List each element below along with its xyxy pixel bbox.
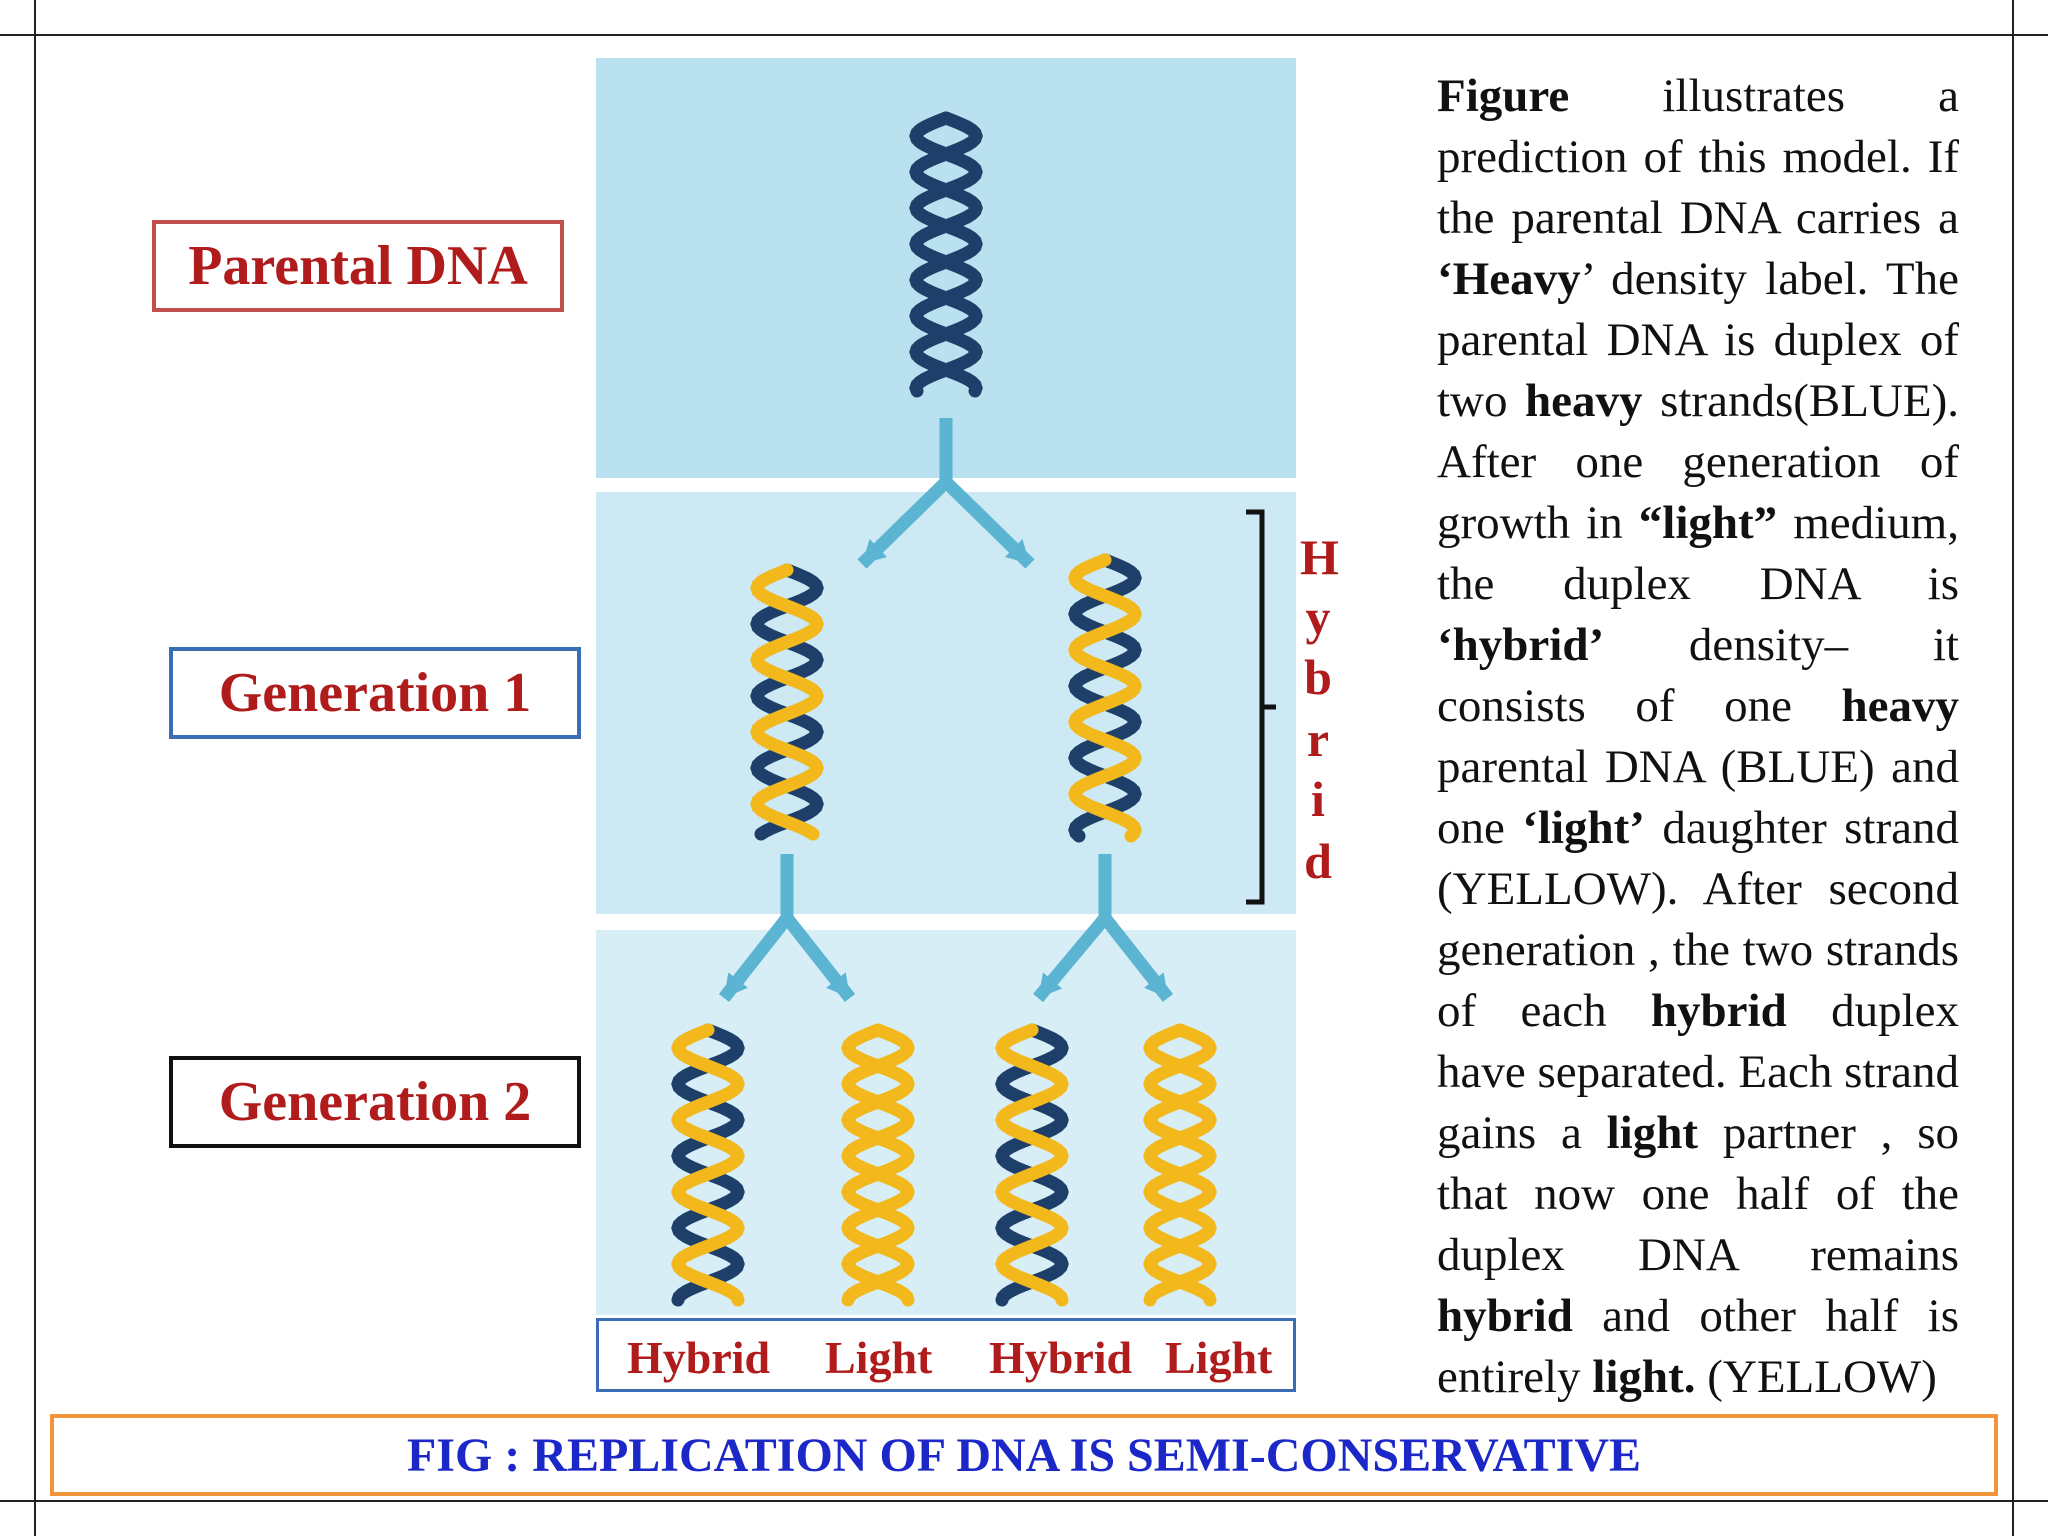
paragraph-run: heavy <box>1841 680 1960 732</box>
gen1-helix-left <box>750 563 824 841</box>
gen1-helix-right <box>1068 553 1142 843</box>
paragraph-run: strands(BLUE). After one generation of g… <box>1437 375 1959 549</box>
paragraph-run: duplex have separated. Each strand gains… <box>1437 985 1960 1159</box>
generation-2-label: Generation 2 <box>169 1056 581 1148</box>
density-label-light-2: Light <box>1165 1332 1273 1383</box>
paragraph-run: Figure <box>1437 70 1570 122</box>
fork-arrow-gen1-right <box>1033 854 1174 1003</box>
paragraph-run: daughter strand (YELLOW). After second g… <box>1437 802 1959 1037</box>
strand-a <box>995 1023 1069 1307</box>
paragraph-run: hybrid <box>1650 985 1787 1037</box>
paragraph-run: illustrates a prediction of this model. … <box>1437 70 1959 244</box>
hybrid-letter-d: d <box>1304 833 1332 889</box>
paragraph-run: and other half is entirely <box>1437 1290 1959 1403</box>
paragraph-run: ‘light’ <box>1522 802 1645 854</box>
density-label-light-1: Light <box>825 1332 933 1383</box>
paragraph-run: ‘hybrid’ <box>1437 619 1605 671</box>
hybrid-letter-b: b <box>1304 649 1332 705</box>
strand-b <box>750 563 824 841</box>
parental-helix <box>909 111 983 398</box>
fork-arrow-gen1-left <box>718 854 856 1003</box>
paragraph-run: medium, the duplex DNA is <box>1437 497 1959 610</box>
arrow-head <box>862 539 887 564</box>
paragraph-run: density– it consists of one <box>1437 619 1959 732</box>
strand-b <box>841 1023 915 1307</box>
hybrid-letter-i: i <box>1311 771 1325 827</box>
gen2-helix-hybrid-1 <box>671 1023 745 1307</box>
gen2-helix-light-2 <box>1143 1023 1217 1307</box>
strand-a <box>750 563 824 841</box>
paragraph-run: partner , so that now one half of the du… <box>1437 1107 1959 1281</box>
paragraph-run: ’ density label. The parental DNA is dup… <box>1437 253 1959 427</box>
paragraph-run: “light” <box>1638 497 1778 549</box>
density-label-hybrid-1: Hybrid <box>627 1332 771 1383</box>
paragraph-run: light <box>1606 1107 1699 1159</box>
paragraph-run: parental DNA (BLUE) and one <box>1437 741 1959 854</box>
hybrid-letter-h: H <box>1300 529 1339 585</box>
paragraph-run: ‘Heavy <box>1437 253 1581 305</box>
strand-b <box>1143 1023 1217 1307</box>
fork-arrow-parental <box>857 418 1035 569</box>
right-rule <box>2012 0 2014 1536</box>
top-rule <box>0 34 2048 36</box>
strand-b <box>909 111 983 398</box>
paragraph-run: heavy <box>1525 375 1643 427</box>
arrow-head <box>1038 972 1063 998</box>
arrow-head <box>1005 539 1030 564</box>
paragraph-run: hybrid <box>1437 1290 1573 1342</box>
paragraph-run: (YELLOW) <box>1695 1351 1937 1403</box>
arrow-head <box>724 972 748 998</box>
strand-b <box>1068 553 1142 843</box>
hybrid-letter-y: y <box>1305 589 1331 645</box>
strand-b <box>671 1023 745 1307</box>
strand-a <box>1143 1023 1217 1307</box>
gen2-helix-light-1 <box>841 1023 915 1307</box>
arrow-head <box>826 972 850 998</box>
hybrid-letter-r: r <box>1306 711 1330 767</box>
panel-generation1 <box>596 492 1296 914</box>
strand-a <box>671 1023 745 1307</box>
strand-a <box>841 1023 915 1307</box>
figure-caption: FIG : REPLICATION OF DNA IS SEMI-CONSERV… <box>50 1414 1998 1496</box>
strand-a <box>909 111 983 398</box>
density-label-hybrid-2: Hybrid <box>989 1332 1133 1383</box>
generation-2-density-labels: Hybrid Light Hybrid Light <box>596 1318 1296 1392</box>
bottom-rule <box>0 1500 2048 1502</box>
generation-1-label: Generation 1 <box>169 647 581 739</box>
hybrid-bracket <box>1246 509 1276 905</box>
strand-b <box>995 1023 1069 1307</box>
parental-dna-label: Parental DNA <box>152 220 564 312</box>
gen2-helix-hybrid-2 <box>995 1023 1069 1307</box>
explanation-paragraph: Figure illustrates a prediction of this … <box>1437 66 1959 1408</box>
strand-a <box>1068 553 1142 843</box>
paragraph-run: light. <box>1592 1351 1696 1403</box>
left-rule <box>34 0 36 1536</box>
arrow-head <box>1144 972 1168 998</box>
